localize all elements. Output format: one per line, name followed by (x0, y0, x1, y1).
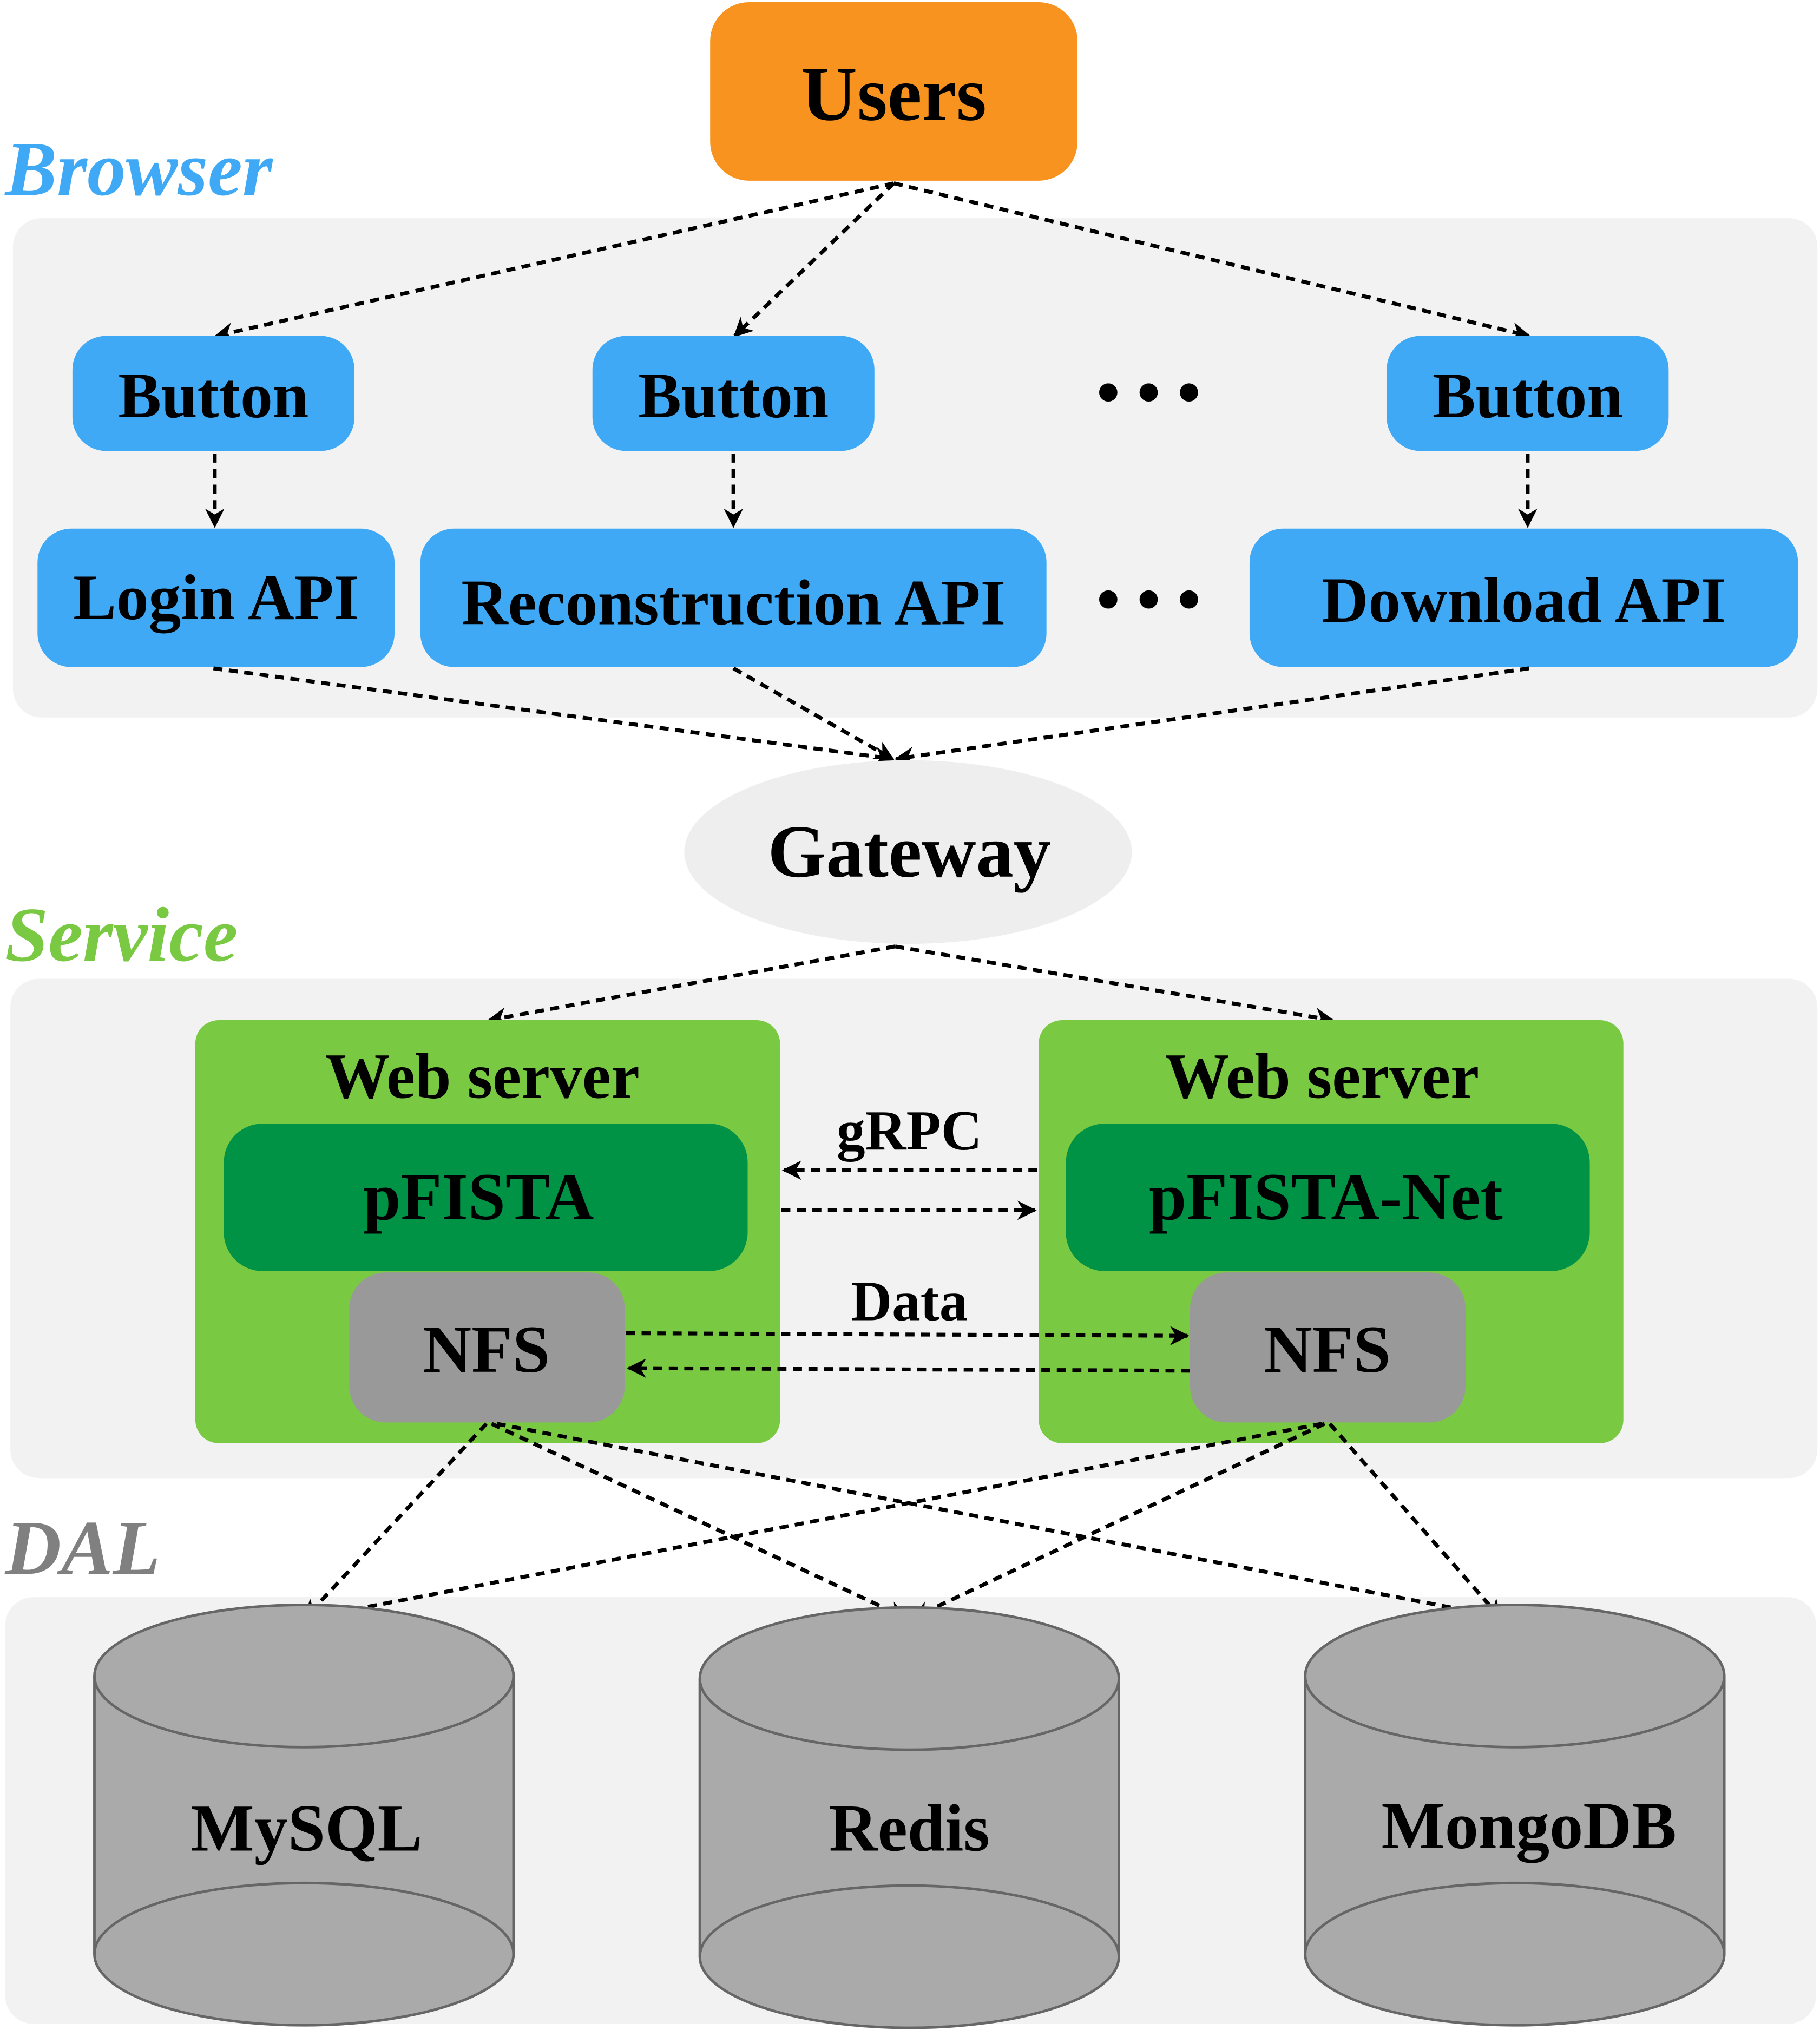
web-server-title: Web server (1165, 1040, 1479, 1112)
database-mysql[interactable]: MySQL (93, 1604, 515, 2027)
api-node-download[interactable]: Download API (1249, 528, 1798, 667)
algorithm-node-pfista[interactable]: pFISTA (224, 1124, 748, 1271)
database-mongodb[interactable]: MongoDB (1304, 1604, 1726, 2027)
grpc-label: gRPC (837, 1099, 982, 1162)
edge-login-api-gateway (213, 666, 895, 766)
nfs-label: NFS (1264, 1312, 1391, 1387)
button-node-1[interactable]: Button (72, 336, 354, 451)
algorithm-label: pFISTA-Net (1149, 1159, 1503, 1234)
nfs-node-2[interactable]: NFS (1190, 1272, 1466, 1423)
web-server-title: Web server (325, 1040, 640, 1112)
api-label: Login API (73, 562, 359, 633)
section-label-browser: Browser (4, 126, 273, 212)
section-label-service: Service (5, 892, 238, 978)
database-redis[interactable]: Redis (698, 1606, 1120, 2029)
nfs-node-1[interactable]: NFS (349, 1272, 625, 1423)
algorithm-node-pfista-net[interactable]: pFISTA-Net (1066, 1124, 1590, 1271)
button-label: Button (638, 360, 829, 431)
edge-gateway-server-1 (487, 944, 896, 1027)
web-server-2[interactable]: Web server pFISTA-Net NFS (1039, 1020, 1624, 1443)
gateway-label: Gateway (768, 810, 1052, 893)
button-node-3[interactable]: Button (1387, 336, 1669, 451)
users-label: Users (801, 51, 986, 137)
button-label: Button (118, 360, 308, 431)
api-node-reconstruction[interactable]: Reconstruction API (420, 528, 1047, 667)
nfs-label: NFS (423, 1312, 550, 1387)
web-server-1[interactable]: Web server pFISTA NFS (195, 1020, 780, 1443)
edge-data-to-nfs-1 (627, 1358, 1190, 1378)
database-label: MongoDB (1381, 1788, 1676, 1863)
database-label: Redis (829, 1791, 990, 1865)
edge-data-to-nfs-2 (626, 1326, 1190, 1346)
algorithm-label: pFISTA (363, 1159, 594, 1234)
ellipsis-buttons: • • • (1096, 354, 1201, 429)
edge-nfs1-mongodb (496, 1422, 1507, 1624)
edge-nfs2-redis (911, 1422, 1326, 1620)
data-label: Data (851, 1270, 968, 1333)
ellipsis-apis: • • • (1096, 562, 1201, 636)
users-node[interactable]: Users (710, 2, 1078, 181)
edge-users-button-1 (214, 181, 895, 342)
edge-nfs1-redis (490, 1422, 908, 1620)
edge-nfs2-mysql (308, 1422, 1323, 1624)
api-node-login[interactable]: Login API (37, 528, 395, 667)
section-label-dal: DAL (4, 1505, 161, 1591)
edge-download-api-gateway (894, 666, 1529, 766)
edge-gateway-server-2 (895, 944, 1335, 1027)
edge-nfs1-mysql (304, 1422, 488, 1619)
button-node-2[interactable]: Button (592, 336, 875, 451)
api-label: Reconstruction API (461, 567, 1006, 639)
edge-nfs2-mongodb (1328, 1422, 1502, 1620)
gateway-node[interactable]: Gateway (684, 760, 1132, 944)
edge-users-button-2 (733, 182, 896, 338)
database-label: MySQL (190, 1791, 422, 1865)
edge-users-button-3 (893, 181, 1531, 341)
api-label: Download API (1322, 564, 1726, 636)
button-label: Button (1433, 360, 1623, 431)
